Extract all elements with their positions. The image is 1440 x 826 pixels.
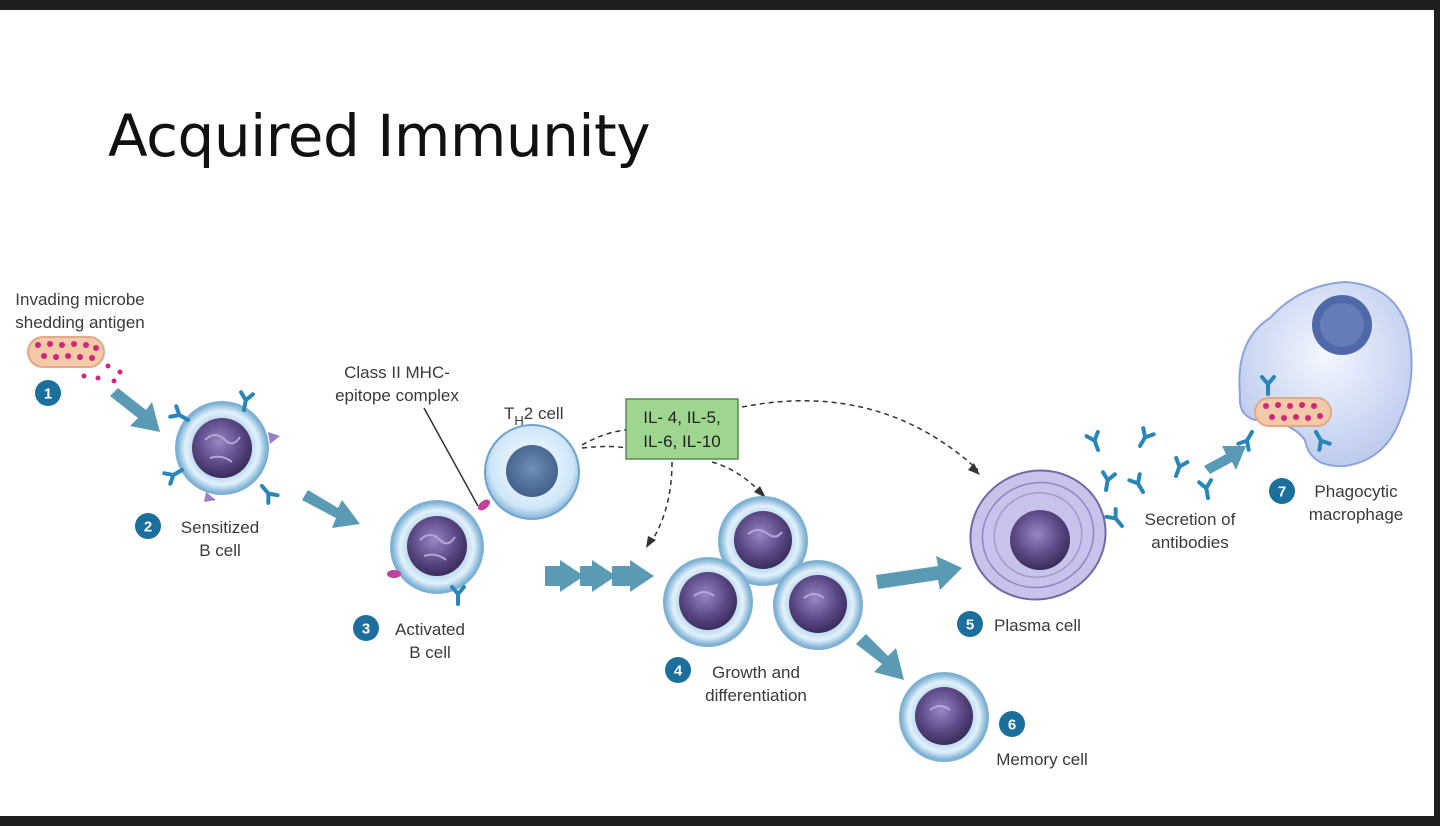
invading-microbe <box>27 336 123 384</box>
step-6-label-line-1: Memory cell <box>996 750 1088 769</box>
dashed-arrowheads <box>646 463 980 548</box>
antibody-secretion-label: Secretion of antibodies <box>1145 510 1236 552</box>
step-7-label-line-2: macrophage <box>1309 505 1404 524</box>
step-2-badge: 2 <box>135 513 161 539</box>
interleukin-box: IL- 4, IL-5, IL-6, IL-10 <box>625 398 739 460</box>
mhc-label-line-1: Class II MHC- <box>344 363 450 382</box>
th2-cell <box>478 424 580 520</box>
step-3-label-line-1: Activated <box>395 620 465 639</box>
interleukin-line-2: IL-6, IL-10 <box>643 432 721 451</box>
flow-arrows <box>110 388 1246 680</box>
secretion-label-line-2: antibodies <box>1151 533 1229 552</box>
mhc-pointer-line <box>423 407 479 507</box>
memory-cell <box>899 672 989 762</box>
sensitized-b-cell <box>162 390 280 505</box>
step-4-badge: 4 <box>665 657 691 683</box>
slide-title: Acquired Immunity <box>108 102 651 170</box>
step-1-label-line-2: shedding antigen <box>15 313 145 332</box>
step-5-badge: 5 <box>957 611 983 637</box>
svg-text:5: 5 <box>966 617 974 634</box>
mhc-label-line-2: epitope complex <box>335 386 459 405</box>
svg-text:TH2 cell: TH2 cell <box>504 404 563 428</box>
step-6-badge: 6 <box>999 711 1025 737</box>
mhc-complex-label: Class II MHC- epitope complex <box>335 363 479 507</box>
interleukin-line-1: IL- 4, IL-5, <box>643 408 720 427</box>
step-4-label-line-1: Growth and <box>712 663 800 682</box>
secretion-label-line-1: Secretion of <box>1145 510 1236 529</box>
step-1-label: Invading microbe shedding antigen <box>15 290 145 332</box>
step-2-label-line-1: Sensitized <box>181 518 259 537</box>
step-2-label-line-2: B cell <box>199 541 241 560</box>
th2-label-main: T <box>504 404 514 423</box>
activated-b-cell <box>387 500 484 606</box>
phagocytic-macrophage <box>1236 280 1413 468</box>
svg-text:4: 4 <box>674 663 683 680</box>
proliferating-b-cells <box>663 496 863 650</box>
step-1-badge: 1 <box>35 380 61 406</box>
step-5-label: Plasma cell <box>994 616 1081 635</box>
step-1-label-line-1: Invading microbe <box>15 290 144 309</box>
step-4-label: Growth and differentiation <box>705 663 807 705</box>
step-3-label-line-2: B cell <box>409 643 451 662</box>
step-6-label: Memory cell <box>996 750 1088 769</box>
th2-label-sub: H <box>514 413 523 428</box>
step-5-label-line-1: Plasma cell <box>994 616 1081 635</box>
step-2-label: Sensitized B cell <box>181 518 259 560</box>
step-7-label: Phagocytic macrophage <box>1309 482 1404 524</box>
step-7-badge: 7 <box>1269 478 1295 504</box>
svg-text:1: 1 <box>44 386 52 403</box>
step-7-label-line-1: Phagocytic <box>1314 482 1398 501</box>
step-3-label: Activated B cell <box>395 620 465 662</box>
svg-text:2: 2 <box>144 519 152 536</box>
th2-label-rest: 2 cell <box>524 404 564 423</box>
svg-text:6: 6 <box>1008 717 1016 734</box>
svg-text:7: 7 <box>1278 484 1286 501</box>
step-3-badge: 3 <box>353 615 379 641</box>
plasma-cell <box>969 469 1107 601</box>
step-4-label-line-2: differentiation <box>705 686 807 705</box>
th2-cell-label: TH2 cell <box>504 404 563 428</box>
svg-text:3: 3 <box>362 621 370 638</box>
